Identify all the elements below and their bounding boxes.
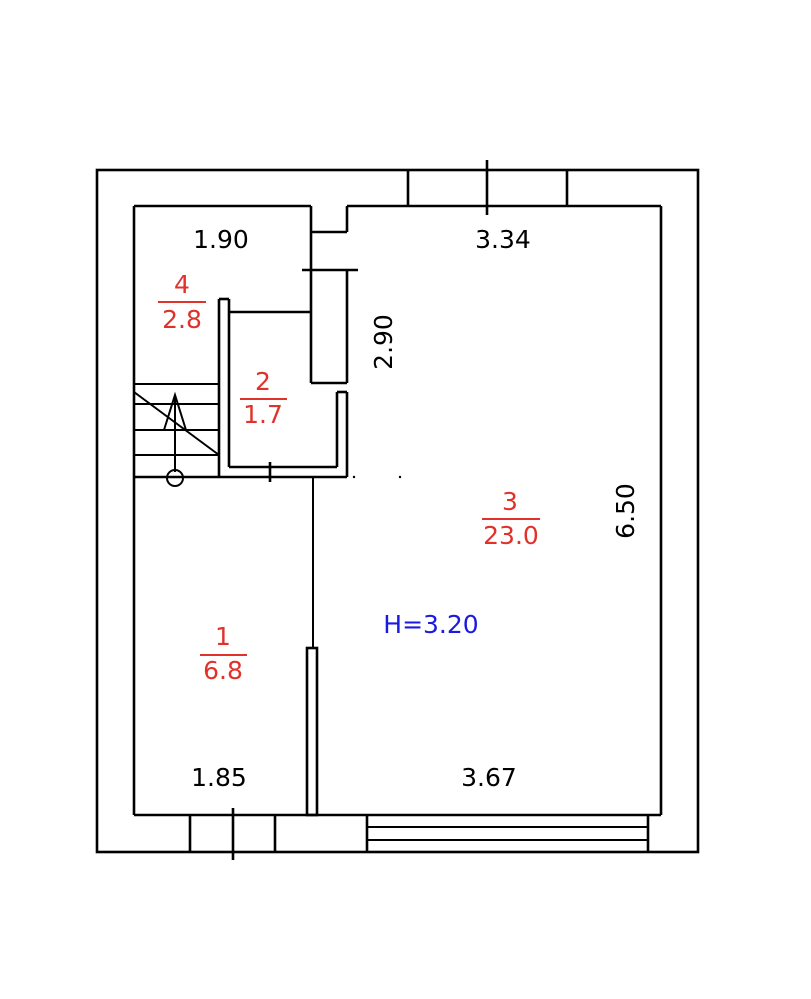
room-4-number: 4 — [174, 270, 190, 299]
room-3-area: 23.0 — [483, 521, 539, 550]
room-3-number: 3 — [502, 487, 518, 516]
opening-dots — [352, 475, 402, 479]
room-2-area: 1.7 — [243, 400, 283, 429]
windows — [188, 160, 650, 860]
dim-room4-width: 1.90 — [193, 225, 249, 254]
inner-walls — [132, 204, 663, 817]
staircase — [133, 383, 220, 456]
room-3-label: 3 23.0 — [482, 487, 540, 550]
ceiling-height-label: H=3.20 — [383, 610, 478, 639]
outer-wall — [95, 168, 700, 854]
room-1-label: 1 6.8 — [200, 622, 247, 685]
room-1-number: 1 — [215, 622, 231, 651]
room-2-label: 2 1.7 — [240, 367, 287, 429]
dim-room3-width-top: 3.34 — [475, 225, 531, 254]
room-4-area: 2.8 — [162, 305, 202, 334]
dim-room1-width: 1.85 — [191, 763, 247, 792]
room-2-number: 2 — [255, 367, 271, 396]
room-1-area: 6.8 — [203, 656, 243, 685]
dim-room3-width-bottom: 3.67 — [461, 763, 517, 792]
dim-room3-length: 6.50 — [611, 483, 640, 539]
dim-corridor-length: 2.90 — [369, 314, 398, 370]
stair-arrow-icon — [163, 391, 187, 487]
room-4-label: 4 2.8 — [158, 270, 206, 334]
